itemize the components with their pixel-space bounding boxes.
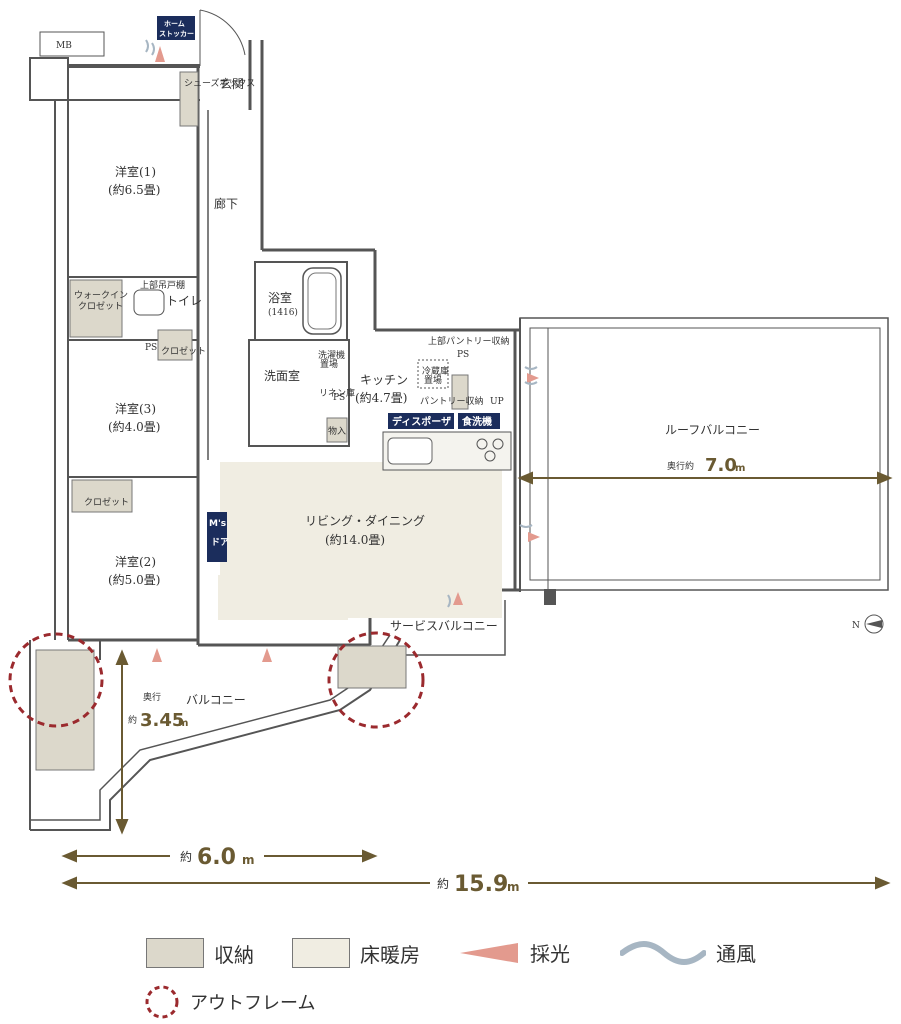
- kitchen-name: キッチン: [360, 373, 408, 387]
- home-stocker-badge: [157, 16, 195, 40]
- legend: 収納 床暖房 採光 通風 アウトフレーム: [140, 930, 840, 1024]
- home-stocker-line1: ホーム: [164, 20, 185, 28]
- ps-label-1: PS: [145, 343, 157, 353]
- upper-pantry-label: 上部パントリー収納: [428, 335, 509, 347]
- western3-size: (約4.0畳): [108, 419, 160, 434]
- legend-floor-heating: 床暖房: [292, 938, 420, 968]
- linen-label: リネン庫: [319, 387, 355, 399]
- western3-name: 洋室(3): [115, 401, 156, 416]
- shoe-box-label: シューズボックス: [184, 77, 255, 89]
- legend-outframe-label: アウトフレーム: [190, 993, 316, 1014]
- toilet-name: トイレ: [166, 294, 202, 308]
- walkin-line1: ウォークイン: [74, 290, 128, 301]
- mb-label: MB: [56, 41, 72, 51]
- width-value: 6.0: [197, 845, 236, 870]
- legend-storage: 収納: [146, 938, 254, 968]
- closet-b-label: クロゼット: [84, 496, 129, 508]
- dishwasher-badge: [458, 413, 500, 429]
- pantry-label: パントリー収納: [420, 395, 483, 407]
- dishwasher-label: 食洗機: [461, 415, 492, 428]
- corridor-name: 廊下: [214, 196, 238, 211]
- upper-shelf-label: 上部吊戸棚: [140, 279, 185, 291]
- outframe-icon: [145, 985, 179, 1019]
- ms-door-line2: ドア: [211, 537, 229, 548]
- ms-door-badge: [207, 512, 227, 562]
- storage-label: 物入: [328, 425, 346, 437]
- disposer-label: ディスポーザ: [392, 415, 451, 428]
- main-depth-value: 3.45: [140, 710, 184, 731]
- fridge-line2: 置場: [424, 374, 442, 386]
- outframe-circle-left: [8, 632, 104, 728]
- width-unit: m: [242, 853, 255, 867]
- main-depth-unit: m: [178, 718, 188, 729]
- legend-ventilation-label: 通風: [716, 942, 756, 966]
- living-size: (約14.0畳): [325, 532, 385, 547]
- washer-line1: 洗濯機: [318, 349, 345, 361]
- washroom-name: 洗面室: [264, 368, 300, 383]
- western2-name: 洋室(2): [115, 554, 156, 569]
- total-approx: 約: [437, 876, 449, 891]
- disposer-badge: [388, 413, 454, 429]
- fridge-line1: 冷蔵庫: [422, 365, 449, 377]
- floor-plan: MB ホーム ストッカー 洋室(1) (約6.5畳) 洋室(3) (約4.0畳)…: [8, 9, 893, 897]
- roof-depth-value: 7.0: [705, 455, 737, 476]
- ms-door-line1: M's: [209, 519, 226, 529]
- closet-a-label: クロゼット: [161, 345, 206, 357]
- bath-name: 浴室: [268, 290, 292, 305]
- dimension-lines: [61, 471, 893, 890]
- kitchen-size: (約4.7畳): [355, 390, 407, 405]
- width-approx: 約: [180, 849, 192, 864]
- up-label: UP: [490, 397, 504, 407]
- total-value: 15.9: [454, 872, 508, 897]
- compass-label: N: [852, 621, 860, 631]
- main-balcony-label: バルコニー: [186, 693, 246, 707]
- main-depth-approx: 約: [128, 714, 137, 726]
- legend-daylight-label: 採光: [530, 942, 570, 966]
- entrance-name: 玄関: [220, 76, 244, 91]
- living-name: リビング・ダイニング: [305, 513, 425, 528]
- daylight-icon: [460, 942, 518, 963]
- bath-size: (1416): [268, 307, 298, 318]
- western2-size: (約5.0畳): [108, 572, 160, 587]
- legend-outframe: アウトフレーム: [144, 984, 315, 1020]
- storage-swatch: [146, 938, 204, 968]
- roof-depth-prefix: 奥行約: [667, 460, 694, 472]
- compass-icon: [864, 614, 884, 634]
- roof-balcony-label: ルーフバルコニー: [665, 423, 760, 437]
- legend-floor-heating-label: 床暖房: [360, 942, 420, 967]
- ventilation-marks: [145, 39, 538, 608]
- home-stocker-line2: ストッカー: [159, 30, 194, 38]
- storage-areas: [35, 71, 469, 771]
- roof-depth-unit: m: [735, 463, 745, 474]
- total-unit: m: [507, 880, 520, 894]
- main-depth-prefix: 奥行: [143, 691, 161, 703]
- western1-size: (約6.5畳): [108, 182, 160, 197]
- walkin-line2: クロゼット: [78, 300, 123, 312]
- outframe-circle-right: [327, 631, 425, 729]
- ps-label-2: PS: [333, 393, 345, 403]
- western1-name: 洋室(1): [115, 164, 156, 179]
- daylight-marks: [152, 46, 540, 662]
- legend-ventilation: 通風: [620, 938, 756, 967]
- ps-label-3: PS: [457, 350, 469, 360]
- service-balcony-label: サービスバルコニー: [390, 619, 498, 633]
- legend-daylight: 採光: [460, 938, 570, 967]
- legend-storage-label: 収納: [214, 942, 254, 967]
- washer-line2: 置場: [320, 358, 338, 370]
- ventilation-icon: [620, 940, 706, 965]
- floor-heating-swatch: [292, 938, 350, 968]
